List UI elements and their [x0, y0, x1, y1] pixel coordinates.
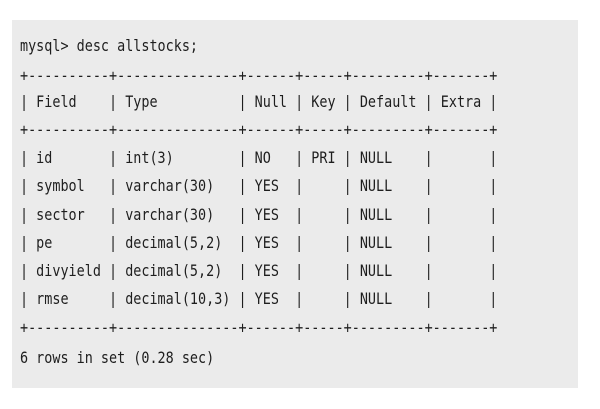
table-row: | pe | decimal(5,2) | YES | | NULL | |	[20, 233, 498, 252]
table-row: | symbol | varchar(30) | YES | | NULL | …	[20, 176, 498, 195]
command-prompt-line: mysql> desc allstocks;	[20, 36, 199, 55]
table-border-mid: +----------+---------------+------+-----…	[20, 120, 498, 139]
terminal-window: mysql> desc allstocks; +----------+-----…	[12, 20, 578, 388]
table-row: | sector | varchar(30) | YES | | NULL | …	[20, 205, 498, 224]
table-border-top: +----------+---------------+------+-----…	[20, 66, 498, 85]
table-row: | divyield | decimal(5,2) | YES | | NULL…	[20, 261, 498, 280]
table-header-row: | Field | Type | Null | Key | Default | …	[20, 92, 498, 111]
table-row: | rmse | decimal(10,3) | YES | | NULL | …	[20, 289, 498, 308]
table-row: | id | int(3) | NO | PRI | NULL | |	[20, 148, 498, 167]
table-border-bottom: +----------+---------------+------+-----…	[20, 318, 498, 337]
result-summary: 6 rows in set (0.28 sec)	[20, 348, 215, 367]
